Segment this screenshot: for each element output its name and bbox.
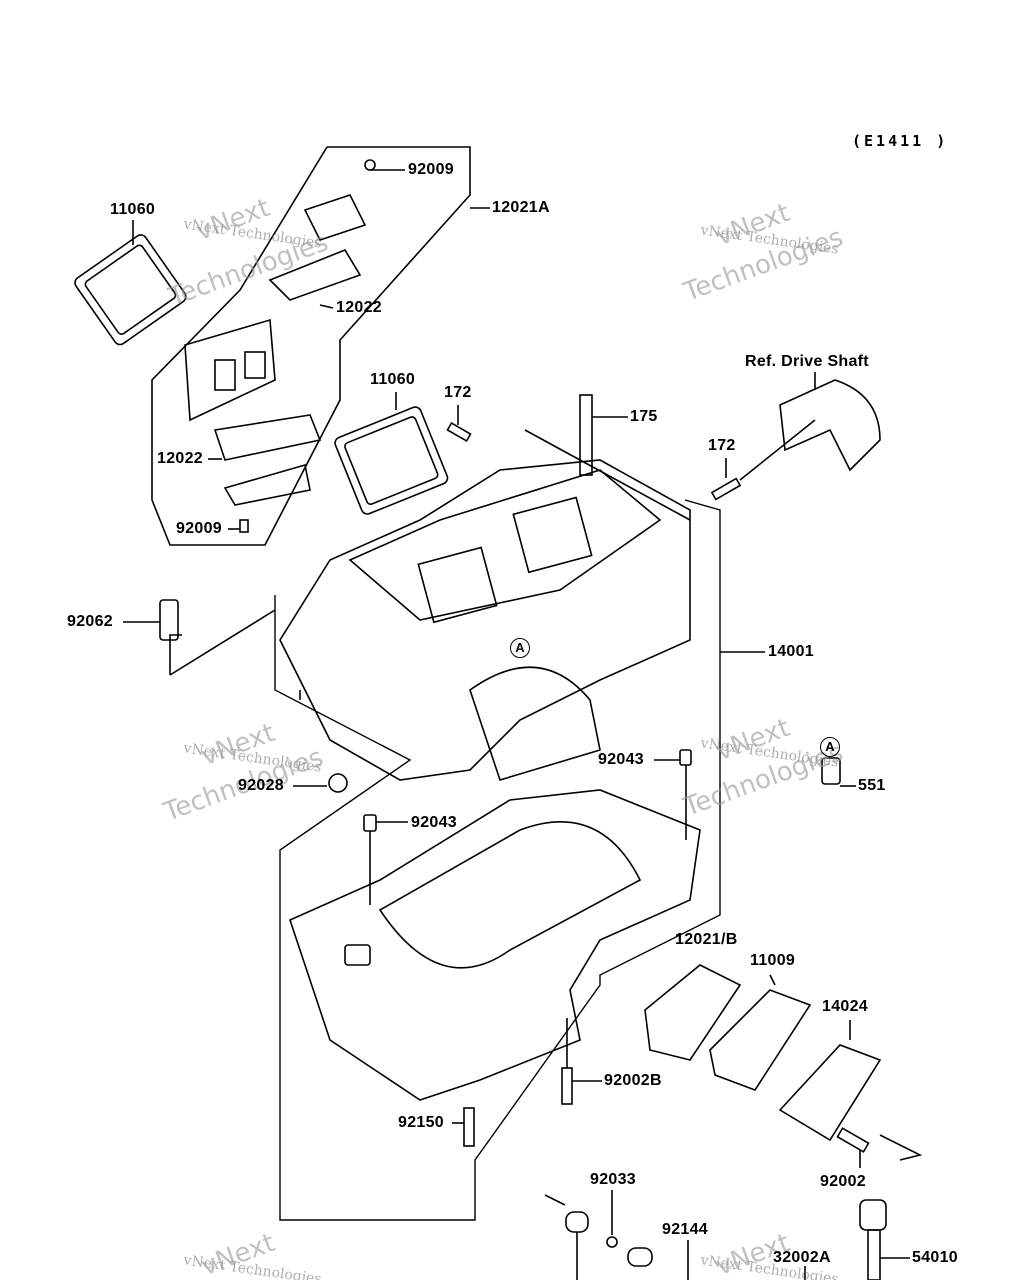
part-label-12022[interactable]: 12022 [157,450,203,467]
gasket-11009 [709,989,812,1091]
part-label-551[interactable]: 551 [858,777,886,794]
part-label-54010[interactable]: 54010 [912,1249,958,1266]
part-label-92002[interactable]: 92002 [820,1173,866,1190]
crankcase-lower [289,789,701,1101]
drive-shaft-housing [779,379,881,472]
part-label-92144[interactable]: 92144 [662,1221,708,1238]
part-label-172[interactable]: 172 [444,384,472,401]
part-label-12021b[interactable]: 12021/B [675,931,738,948]
group-bracket-12021a [151,146,471,546]
part-label-12021a[interactable]: 12021A [492,199,550,216]
diagram-code: (E1411 ) [852,132,949,150]
part-label-92043[interactable]: 92043 [598,751,644,768]
part-label-172[interactable]: 172 [708,437,736,454]
crankcase-upper [279,459,691,781]
part-label-32002a[interactable]: 32002A [773,1249,831,1266]
part-label-12022[interactable]: 12022 [336,299,382,316]
ref-drive-shaft-label[interactable]: Ref. Drive Shaft [745,353,869,370]
part-label-92033[interactable]: 92033 [590,1171,636,1188]
part-label-92009[interactable]: 92009 [408,161,454,178]
part-label-92150[interactable]: 92150 [398,1114,444,1131]
part-label-11060[interactable]: 11060 [370,371,416,388]
part-label-92009[interactable]: 92009 [176,520,222,537]
part-label-11009[interactable]: 11009 [750,952,796,969]
reed-stopper-top [268,194,367,301]
gasket-11060-left [74,234,187,346]
cover-14024 [778,1044,882,1142]
part-label-92002b[interactable]: 92002B [604,1072,662,1089]
part-label-92043[interactable]: 92043 [411,814,457,831]
cover-12021b [644,964,742,1061]
gasket-11060-mid [334,406,449,515]
reed-stopper-bottom [213,414,322,506]
part-label-14024[interactable]: 14024 [822,998,868,1015]
part-label-92062[interactable]: 92062 [67,613,113,630]
part-label-11060[interactable]: 11060 [110,201,156,218]
reference-mark-a: A [820,737,840,757]
part-label-175[interactable]: 175 [630,408,658,425]
part-label-14001[interactable]: 14001 [768,643,814,660]
group-bracket-14001 [274,499,721,1221]
reference-mark-a: A [510,638,530,658]
reed-valve-body [184,318,276,422]
part-label-92028[interactable]: 92028 [238,777,284,794]
